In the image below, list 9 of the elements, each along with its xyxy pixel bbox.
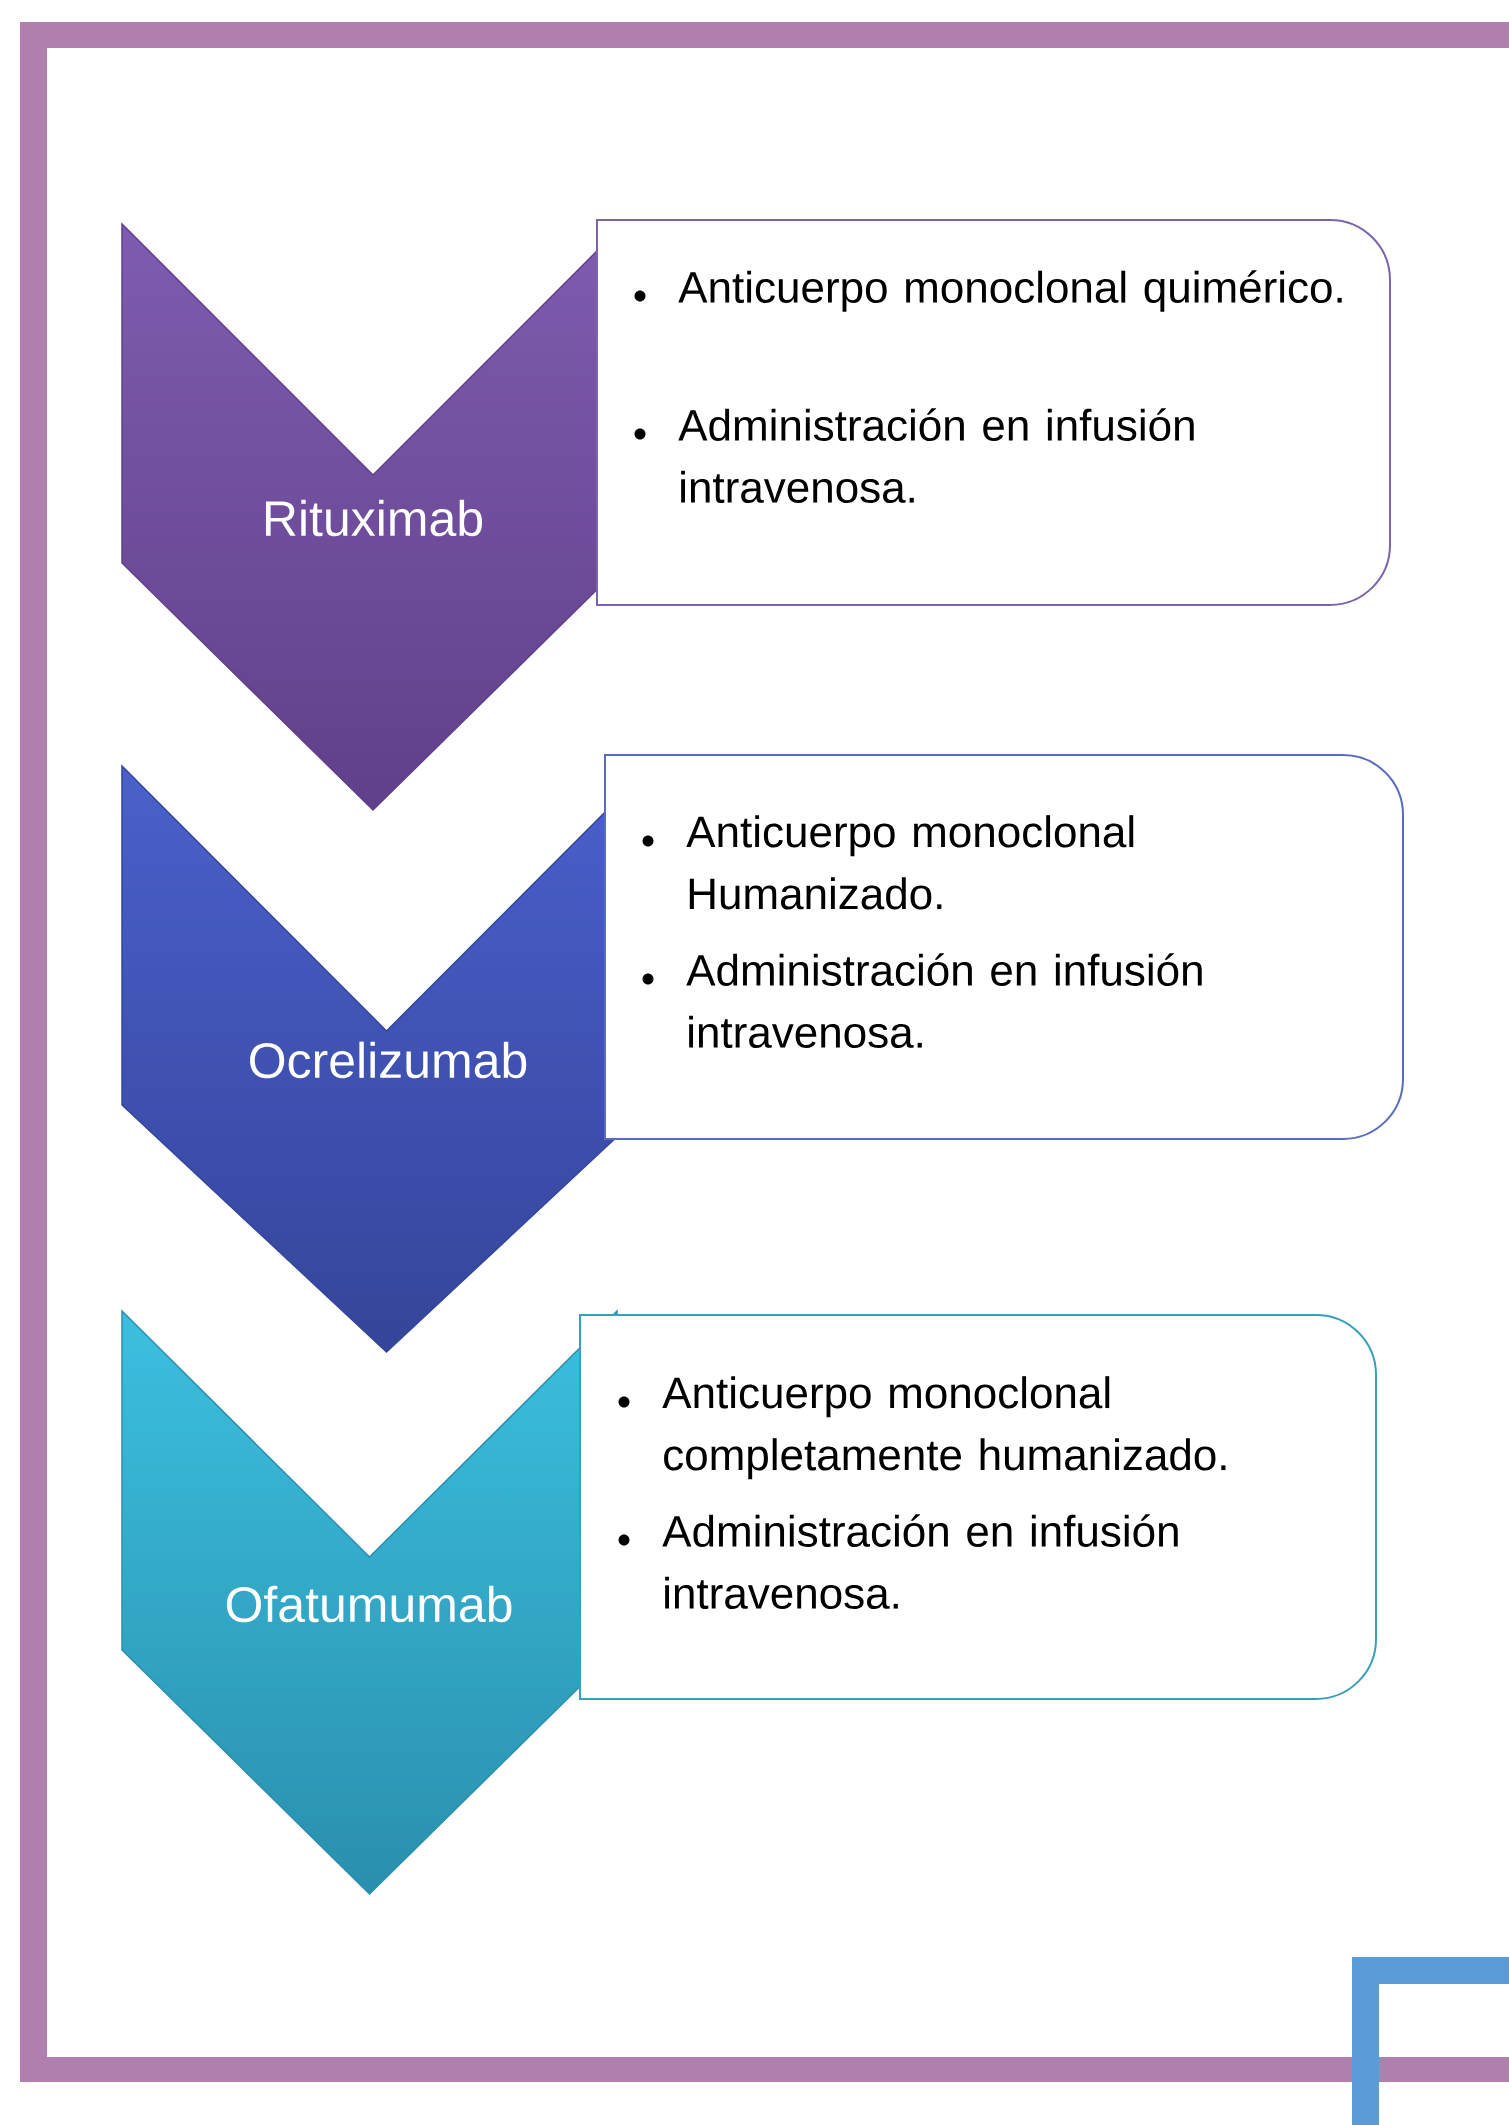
bullet-text: Anticuerpo monoclonal Humanizado. [686, 815, 1134, 910]
bullet-text: Anticuerpo monoclonal quimérico. [678, 270, 1342, 312]
text-box [596, 219, 1391, 606]
bullet-text: Administración en infusión intravenosa. [662, 1514, 1178, 1609]
bullet-text: Anticuerpo monoclonal completamente humanizado. [662, 1376, 1226, 1480]
text-box [604, 754, 1404, 1140]
text-box [579, 1314, 1377, 1700]
bullet-text: Administración en infusión intravenosa. [686, 953, 1202, 1048]
bullet-text: Administración en infusión intravenosa. [678, 408, 1194, 503]
